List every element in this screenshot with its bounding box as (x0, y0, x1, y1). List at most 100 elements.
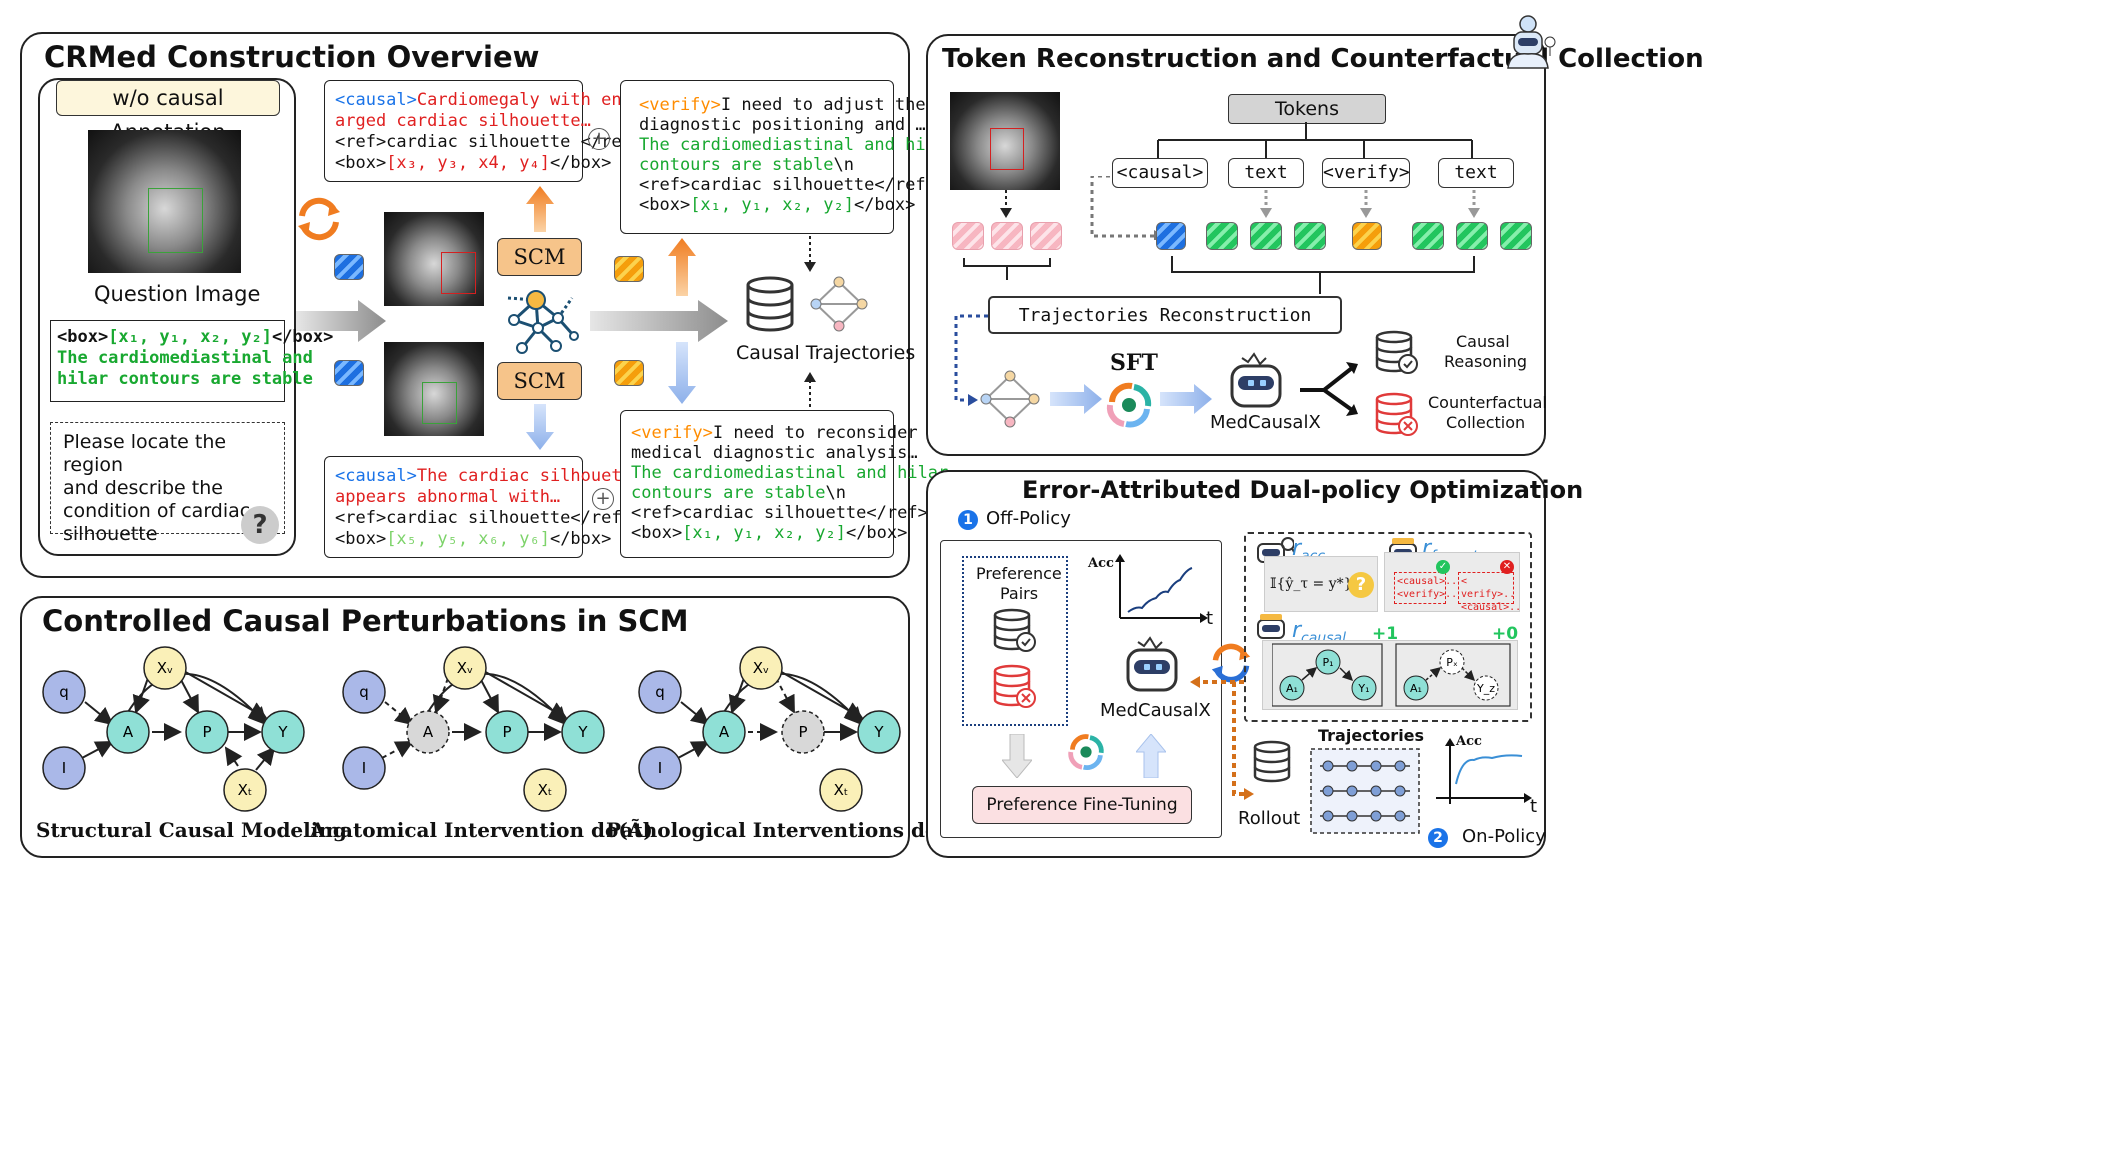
arrow-down-blue-2 (668, 342, 696, 404)
scm-panel-title: Controlled Causal Perturbations in SCM (42, 604, 689, 638)
node-i-1: I (62, 759, 66, 777)
causal-text-box-top: <causal>Cardiomegaly with enl- arged car… (324, 80, 642, 182)
question-roi-box (148, 188, 203, 253)
causal-text-1: Cardiomegaly with enl- (416, 90, 643, 110)
token-roi-box (990, 128, 1024, 170)
scm-box-top: SCM (497, 238, 582, 276)
format-box (1384, 552, 1520, 612)
graph-icon (810, 276, 868, 332)
node-q-3: q (655, 683, 665, 701)
rollout-db-icon (1253, 740, 1291, 783)
format-bad-line-1: < verify>.. (1461, 576, 1516, 600)
node-p-2: P (502, 723, 511, 741)
reconstruction-to-graph-arrow (954, 314, 988, 406)
database-icon (746, 276, 794, 332)
perturbed-xray-top (384, 212, 484, 306)
box-coords-4: [x₁, y₁, x₂, y₂] (682, 523, 846, 543)
answer-statement-2: hilar contours are stable (57, 369, 313, 389)
r-causal-symbol: r (1292, 618, 1302, 643)
counterfactual-db-icon (1375, 392, 1418, 436)
token-blue-left-2 (334, 360, 364, 386)
causal-reasoning-label-1: Causal (1456, 332, 1510, 351)
arrow-to-sft (1050, 384, 1102, 414)
node-xt-2: Xₜ (538, 781, 553, 799)
dotted-arrow-down-traj (804, 236, 816, 272)
box-coords-1: [x₃, y₃, x4, y₄] (386, 153, 550, 173)
reward-node-a1: A₁ (1286, 682, 1298, 695)
preference-fine-tuning-button[interactable]: Preference Fine-Tuning (972, 786, 1192, 824)
preference-pairs-box (962, 556, 1068, 726)
question-line-2: and describe the (63, 477, 223, 499)
on-policy-acc-chart (1436, 738, 1532, 804)
node-a-2: A (423, 723, 434, 741)
node-xt-3: Xₜ (834, 781, 849, 799)
causal-reasoning-db-icon (1375, 330, 1418, 374)
caption-anatomical: Anatomical Intervention do(Ã) (310, 818, 653, 842)
off-policy-label: Off-Policy (986, 508, 1071, 529)
reward-node-y1: Y₁ (1357, 682, 1369, 695)
reward-causal-robot-icon (1257, 614, 1285, 639)
causal-text-2: arged cardiac silhouette… (335, 111, 591, 131)
newline-2: \n (833, 155, 854, 175)
perturbed-roi-bottom (422, 382, 457, 424)
question-mark-icon-2: ? (1348, 572, 1374, 598)
causal-reward-area (1262, 640, 1518, 710)
dotted-arrow-up-traj (804, 372, 816, 408)
r-format-symbol: r (1422, 536, 1432, 561)
causal-trajectories-label: Causal Trajectories (736, 342, 916, 364)
tag-verify: <verify> (1322, 158, 1410, 188)
off-policy-t-label: t (1206, 608, 1214, 629)
off-policy-cycle-icon (1068, 734, 1104, 770)
box-open-1: <box> (335, 153, 387, 173)
token-text-2c (1500, 222, 1532, 250)
counterfactual-label-2: Collection (1446, 413, 1526, 432)
rollout-label: Rollout (1238, 808, 1301, 829)
image-token-brace (963, 258, 1051, 280)
causal-reward-graphs: A₁ P₁ Y₁ A₁ Pₓ Y_z (1272, 643, 1511, 707)
verify-tag-2: <verify> (639, 95, 721, 115)
off-policy-acc-chart (1115, 554, 1208, 623)
plus-one-label: +1 (1372, 624, 1399, 644)
scm-box-bottom: SCM (497, 362, 582, 400)
token-text-1c (1294, 222, 1326, 250)
policy-cycle-icon (1211, 643, 1251, 683)
box-open-4: <box> (631, 523, 683, 543)
node-xv-2: Xᵥ (457, 659, 474, 677)
robot-doctor-icon (1507, 15, 1556, 69)
verify-text-4b: medical diagnostic analysis… (631, 443, 918, 463)
answer-box: <box>[x₁, y₁, x₂, y₂]</box> The cardiome… (50, 320, 333, 402)
on-policy-acc-label: Acc (1456, 734, 1482, 749)
arrow-to-trajectories (590, 300, 728, 342)
arrow-down-blue-1 (526, 404, 554, 450)
text-token-brace (1171, 256, 1475, 294)
format-bad-line-2: <causal>.. (1461, 602, 1522, 613)
sft-label: SFT (1110, 350, 1158, 376)
trajectories-grid (1310, 748, 1420, 834)
arrow-up-orange-2 (668, 238, 696, 296)
verify-tag-4: <verify> (631, 423, 713, 443)
box-close-4: </box> (845, 523, 908, 543)
reward-box (1244, 532, 1532, 722)
causal-tag: <causal> (335, 90, 417, 110)
token-text-2b (1456, 222, 1488, 250)
r-acc-symbol: r (1292, 536, 1302, 561)
question-mark-icon: ? (241, 506, 279, 544)
verify-green-4a: The cardiomediastinal and hilar (631, 463, 949, 483)
node-a-3: A (719, 723, 730, 741)
question-line-1: Please locate the region (63, 431, 227, 476)
verify-text-box-bottom: <verify>I need to reconsider this medica… (620, 410, 969, 558)
preference-label-1: Preference (976, 564, 1062, 583)
verify-text-2a: I need to adjust the (720, 95, 926, 115)
medcausalx-robot-icon (1230, 352, 1282, 408)
token-image-3 (1030, 222, 1062, 250)
ref-line-4: <ref>cardiac silhouette</ref> (631, 503, 928, 523)
format-ok-box: <causal>.. <verify>.. (1394, 572, 1457, 604)
arrow-up-orange-1 (526, 186, 554, 232)
box-close-2: </box> (853, 195, 916, 215)
node-p-3: P (798, 723, 807, 741)
reward-node-p1: P₁ (1322, 656, 1333, 669)
causal-tag-3: <causal> (335, 466, 417, 486)
verify-text-box-top: <verify>I need to adjust the diagnostic … (620, 80, 956, 234)
preference-label-2: Pairs (1000, 584, 1039, 603)
trajectories-label: Trajectories (1318, 726, 1425, 745)
